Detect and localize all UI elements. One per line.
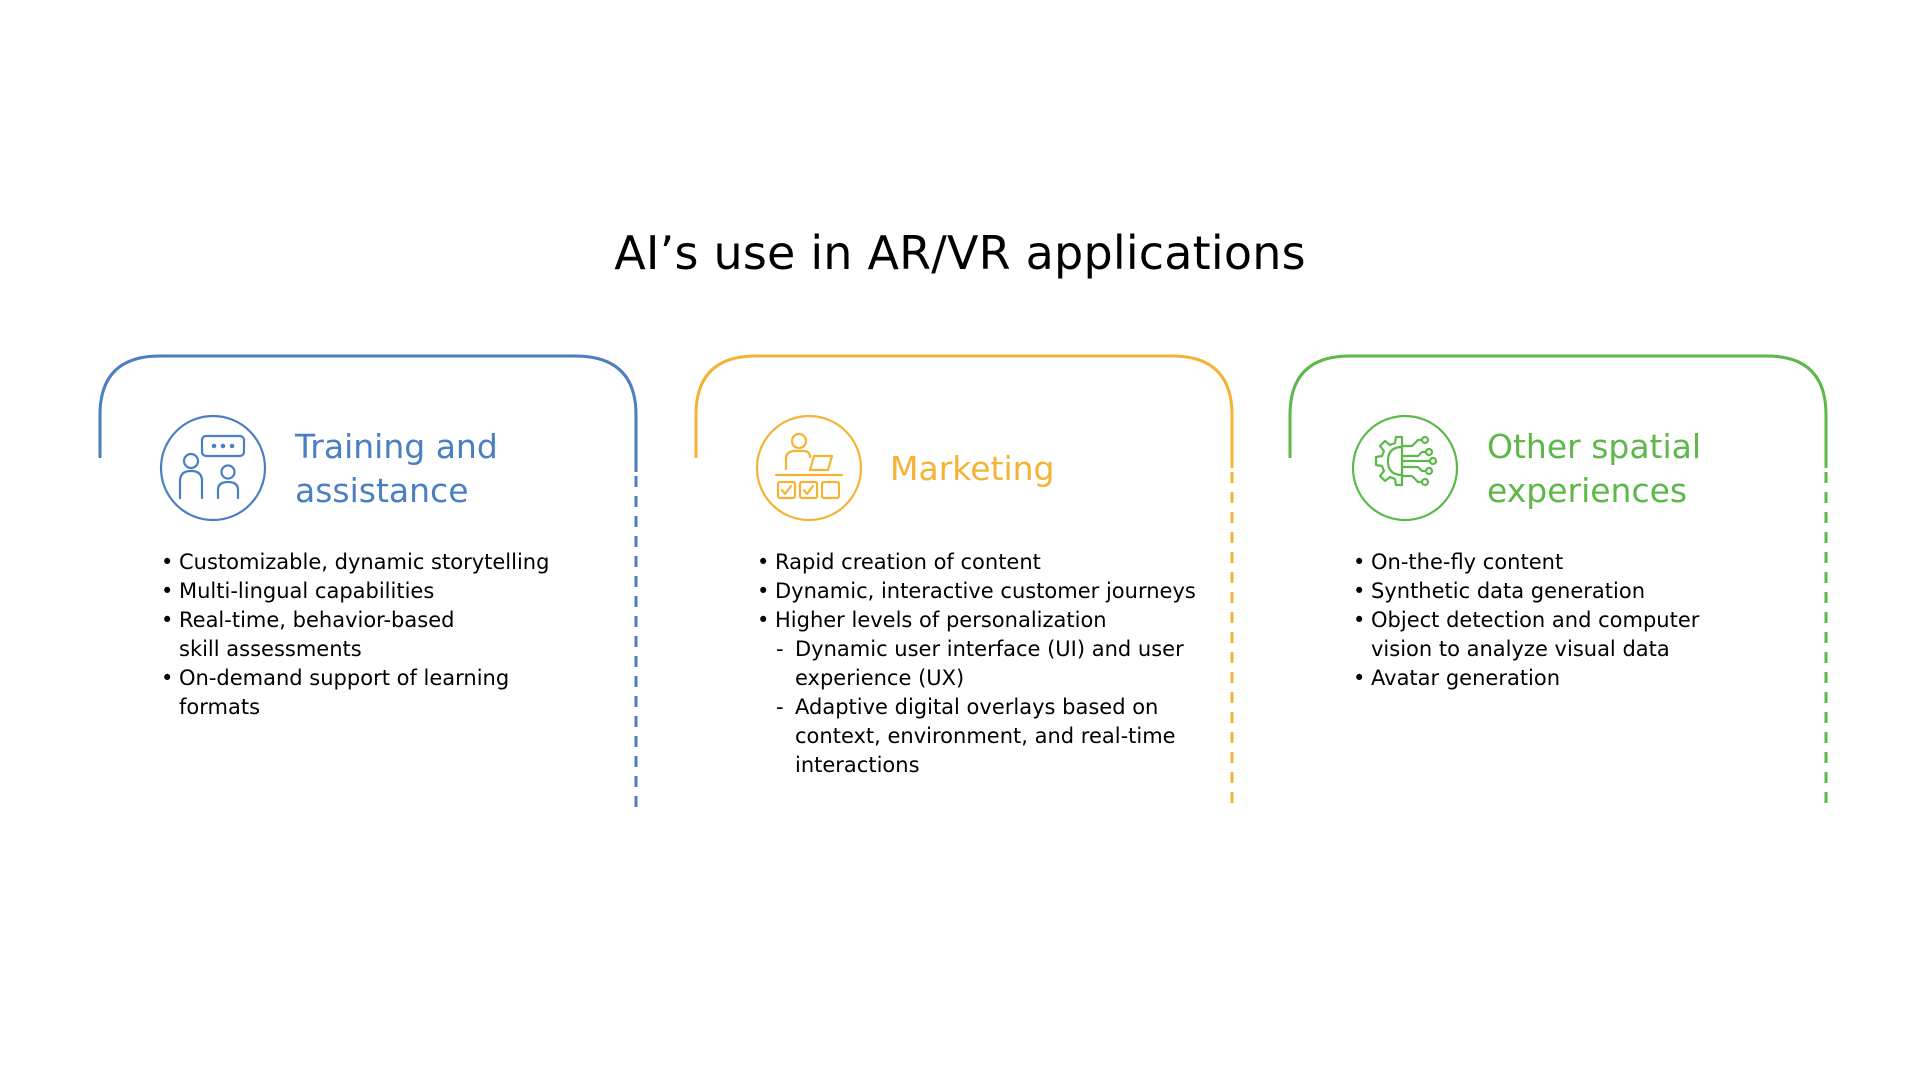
bullet-item: Multi-lingual capabilities bbox=[161, 577, 581, 606]
gear-circuit-icon bbox=[1351, 414, 1459, 522]
card-heading-other: Other spatial experiences bbox=[1487, 425, 1787, 513]
heading-line: Other spatial bbox=[1487, 427, 1702, 466]
bullet-item: Customizable, dynamic storytelling bbox=[161, 548, 581, 577]
presenter-laptop-icon bbox=[755, 414, 863, 522]
bullet-item: Real-time, behavior-based bbox=[161, 606, 581, 635]
page-title: AI’s use in AR/VR applications bbox=[614, 226, 1306, 280]
bullet-continuation: vision to analyze visual data bbox=[1371, 637, 1670, 661]
heading-line: Marketing bbox=[890, 449, 1055, 488]
bullet-item: Object detection and computer bbox=[1353, 606, 1773, 635]
people-chat-icon bbox=[159, 414, 267, 522]
sub-bullet-continuation: context, environment, and real-time bbox=[795, 724, 1176, 748]
bullet-item: Synthetic data generation bbox=[1353, 577, 1773, 606]
bullet-item: On-the-fly content bbox=[1353, 548, 1773, 577]
heading-line: assistance bbox=[295, 471, 469, 510]
heading-line: experiences bbox=[1487, 471, 1688, 510]
bullet-list-other: On-the-fly content Synthetic data genera… bbox=[1353, 548, 1773, 693]
bullet-item: Higher levels of personalization bbox=[757, 606, 1207, 635]
sub-bullet-item: Adaptive digital overlays based on bbox=[757, 693, 1207, 722]
bullet-item: Rapid creation of content bbox=[757, 548, 1207, 577]
bullet-item: Dynamic, interactive customer journeys bbox=[757, 577, 1207, 606]
sub-bullet-continuation: experience (UX) bbox=[795, 666, 965, 690]
card-heading-marketing: Marketing bbox=[890, 447, 1150, 491]
bullet-list-marketing: Rapid creation of content Dynamic, inter… bbox=[757, 548, 1207, 780]
bullet-list-training: Customizable, dynamic storytelling Multi… bbox=[161, 548, 581, 722]
bullet-continuation: formats bbox=[179, 695, 261, 719]
heading-line: Training and bbox=[295, 427, 498, 466]
bullet-continuation: skill assessments bbox=[179, 637, 362, 661]
sub-bullet-continuation: interactions bbox=[795, 753, 920, 777]
bullet-item: Avatar generation bbox=[1353, 664, 1773, 693]
bullet-item: On-demand support of learning bbox=[161, 664, 581, 693]
card-heading-training: Training and assistance bbox=[295, 425, 555, 513]
sub-bullet-item: Dynamic user interface (UI) and user bbox=[757, 635, 1207, 664]
